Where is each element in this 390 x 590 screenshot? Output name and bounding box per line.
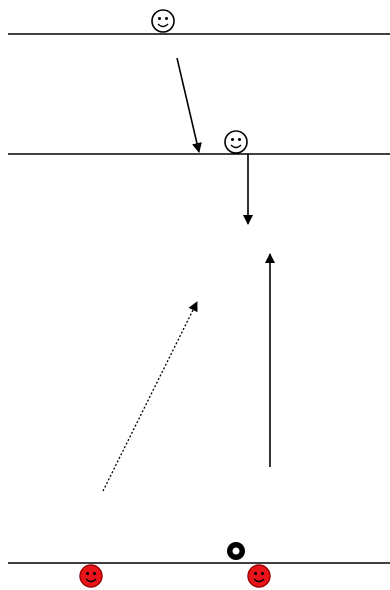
player-middle-smiley-face-icon bbox=[224, 130, 248, 154]
opponent-right-red-smiley-face-icon bbox=[247, 564, 271, 588]
player-top-smiley-face-icon bbox=[151, 9, 175, 33]
ball-icon bbox=[227, 542, 245, 560]
opponent-left-red-smiley-face-icon bbox=[79, 564, 103, 588]
arrow-dotted bbox=[102, 301, 198, 492]
arrow-diagonal-down bbox=[176, 57, 202, 153]
